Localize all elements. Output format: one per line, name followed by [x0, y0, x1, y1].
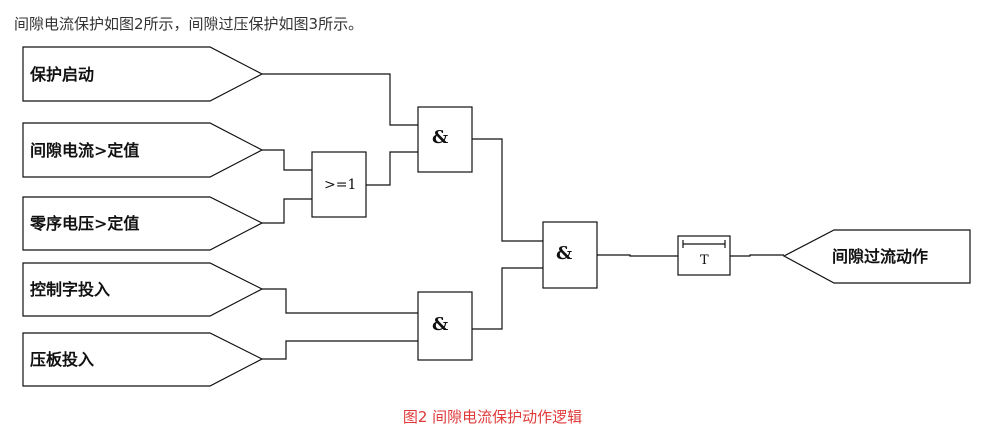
input-label-protect-start: 保护启动 [29, 65, 94, 84]
input-shape-zero-seq-voltage [22, 196, 264, 251]
intro-text: 间隙电流保护如图2所示，间隙过压保护如图3所示。 [14, 15, 364, 33]
and-gate-3-symbol: & [556, 243, 572, 264]
input-shape-plate [22, 332, 264, 387]
input-label-control-word: 控制字投入 [30, 280, 110, 299]
logic-diagram: 保护启动 间隙电流>定值 零序电压>定值 控制字投入 压板投入 & >=1 & … [22, 46, 971, 387]
output-label: 间隙过流动作 [832, 247, 928, 266]
input-shape-gap-current [22, 122, 264, 178]
input-label-gap-current: 间隙电流>定值 [30, 141, 139, 160]
and-gate-1-symbol: & [432, 127, 448, 148]
input-label-zero-seq-voltage: 零序电压>定值 [29, 214, 139, 233]
timer-symbol: T [700, 253, 709, 268]
input-shape-protect-start [22, 46, 264, 102]
or-gate-symbol: >=1 [324, 177, 356, 193]
and-gate-2-symbol: & [432, 314, 448, 335]
and-gate-2-box [417, 291, 473, 361]
figure-caption: 图2 间隙电流保护动作逻辑 [402, 408, 583, 426]
input-shape-control-word [22, 262, 264, 317]
output-shape [782, 229, 971, 284]
input-label-plate: 压板投入 [30, 350, 94, 369]
